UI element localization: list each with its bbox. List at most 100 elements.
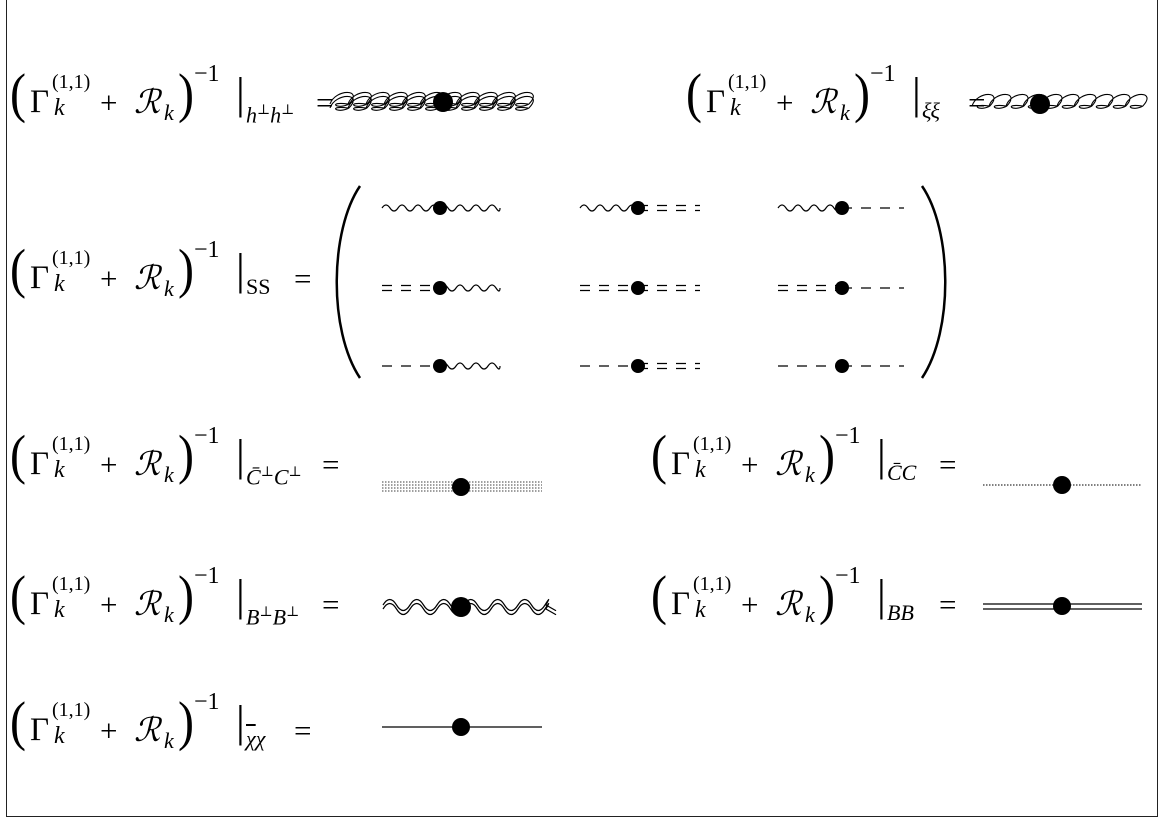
restriction-bar: | bbox=[236, 431, 245, 480]
exponent-label: −1 bbox=[194, 423, 220, 449]
k-subscript: k bbox=[840, 100, 850, 125]
k-subscript: k bbox=[164, 462, 174, 487]
superscript-label: (1,1) bbox=[52, 71, 91, 93]
exponent-label: −1 bbox=[194, 563, 220, 589]
superscript-label: (1,1) bbox=[693, 433, 732, 455]
matrix-right-bracket bbox=[920, 185, 947, 379]
wavy-line bbox=[439, 204, 501, 212]
field-subscript: BB bbox=[887, 600, 914, 625]
figure-frame bbox=[6, 0, 1158, 817]
close-paren: ) bbox=[178, 238, 194, 300]
gamma-symbol: Γ bbox=[30, 84, 50, 120]
wavy-line bbox=[381, 204, 442, 212]
matrix-left-bracket bbox=[335, 185, 362, 379]
k-subscript: k bbox=[54, 271, 65, 297]
equals-sign: = bbox=[939, 587, 957, 622]
wavy-line bbox=[777, 204, 843, 212]
restriction-bar: | bbox=[912, 69, 921, 118]
gamma-symbol: Γ bbox=[30, 712, 50, 748]
open-paren: ( bbox=[10, 424, 26, 486]
regulator-symbol: ℛ bbox=[134, 584, 161, 623]
plus-sign: + bbox=[100, 261, 118, 296]
superscript-label: (1,1) bbox=[52, 247, 91, 269]
k-subscript: k bbox=[54, 95, 65, 121]
gamma-symbol: Γ bbox=[706, 84, 726, 120]
open-paren: ( bbox=[651, 424, 667, 486]
open-paren: ( bbox=[651, 564, 667, 626]
restriction-bar: | bbox=[236, 571, 245, 620]
gamma-symbol: Γ bbox=[30, 260, 50, 296]
equals-sign: = bbox=[294, 713, 312, 748]
field-subscript: SS bbox=[246, 274, 271, 299]
k-subscript: k bbox=[164, 728, 174, 753]
vertex-dot bbox=[433, 359, 447, 373]
k-subscript: k bbox=[164, 100, 174, 125]
equals-sign: = bbox=[322, 447, 340, 482]
exponent-label: −1 bbox=[194, 61, 220, 87]
close-paren: ) bbox=[819, 564, 835, 626]
plus-sign: + bbox=[741, 587, 759, 622]
double-wavy-line bbox=[382, 598, 557, 612]
equals-sign: = bbox=[968, 85, 986, 120]
field-subscript: ξξ bbox=[922, 98, 940, 123]
k-subscript: k bbox=[730, 95, 741, 121]
vertex-dot bbox=[835, 281, 849, 295]
gamma-symbol: Γ bbox=[671, 446, 691, 482]
field-subscript: C̄C bbox=[887, 460, 917, 485]
vertex-dot bbox=[451, 597, 471, 617]
k-subscript: k bbox=[805, 602, 815, 627]
field-subscript: h⊥h⊥ bbox=[246, 102, 295, 128]
gamma-symbol: Γ bbox=[671, 586, 691, 622]
gamma-symbol: Γ bbox=[30, 586, 50, 622]
plus-sign: + bbox=[100, 447, 118, 482]
k-subscript: k bbox=[54, 457, 65, 483]
gluon-curly-line bbox=[329, 92, 534, 107]
open-paren: ( bbox=[10, 564, 26, 626]
open-paren: ( bbox=[686, 62, 702, 124]
equals-sign: = bbox=[294, 261, 312, 296]
exponent-label: −1 bbox=[194, 689, 220, 715]
plus-sign: + bbox=[100, 587, 118, 622]
vertex-dot bbox=[631, 359, 645, 373]
gamma-symbol: Γ bbox=[30, 446, 50, 482]
vertex-dot bbox=[1030, 94, 1050, 114]
regulator-symbol: ℛ bbox=[134, 710, 161, 749]
vertex-dot bbox=[433, 92, 453, 112]
regulator-symbol: ℛ bbox=[775, 444, 802, 483]
wavy-line bbox=[579, 204, 640, 212]
plus-sign: + bbox=[100, 85, 118, 120]
regulator-symbol: ℛ bbox=[134, 258, 161, 297]
restriction-bar: | bbox=[877, 571, 886, 620]
open-paren: ( bbox=[10, 690, 26, 752]
vertex-dot bbox=[1053, 597, 1071, 615]
superscript-label: (1,1) bbox=[52, 433, 91, 455]
k-subscript: k bbox=[695, 597, 706, 623]
equals-sign: = bbox=[322, 587, 340, 622]
field-subscript: B⊥B⊥ bbox=[246, 604, 300, 630]
equals-sign: = bbox=[939, 447, 957, 482]
vertex-dot bbox=[433, 201, 447, 215]
wavy-line bbox=[439, 362, 501, 370]
close-paren: ) bbox=[178, 424, 194, 486]
exponent-label: −1 bbox=[870, 61, 896, 87]
close-paren: ) bbox=[178, 690, 194, 752]
vertex-dot bbox=[835, 201, 849, 215]
plus-sign: + bbox=[741, 447, 759, 482]
vertex-dot bbox=[835, 359, 849, 373]
exponent-label: −1 bbox=[835, 563, 861, 589]
vertex-dot bbox=[452, 718, 470, 736]
plus-sign: + bbox=[100, 713, 118, 748]
close-paren: ) bbox=[178, 564, 194, 626]
exponent-label: −1 bbox=[194, 237, 220, 263]
regulator-symbol: ℛ bbox=[134, 444, 161, 483]
restriction-bar: | bbox=[236, 697, 245, 746]
restriction-bar: | bbox=[236, 245, 245, 294]
regulator-symbol: ℛ bbox=[134, 82, 161, 121]
k-subscript: k bbox=[164, 602, 174, 627]
superscript-label: (1,1) bbox=[728, 71, 767, 93]
double-wavy-line bbox=[382, 602, 557, 616]
k-subscript: k bbox=[54, 597, 65, 623]
open-paren: ( bbox=[10, 62, 26, 124]
regulator-symbol: ℛ bbox=[775, 584, 802, 623]
